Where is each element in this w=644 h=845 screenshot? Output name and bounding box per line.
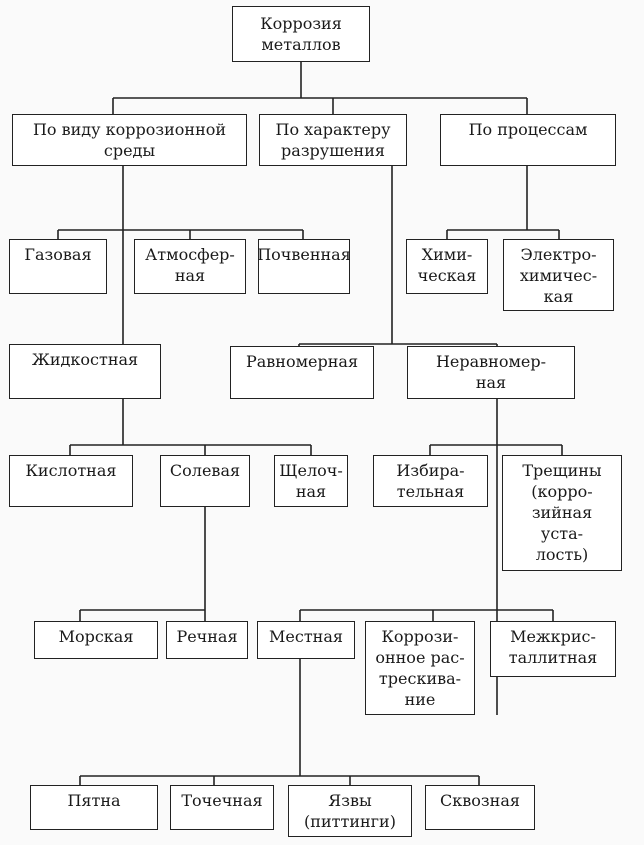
node-electrochemical: Электро- химичес- кая	[503, 239, 614, 311]
node-chemical: Хими- ческая	[406, 239, 488, 294]
node-point: Точечная	[170, 785, 274, 830]
node-liquid: Жидкостная	[9, 344, 161, 399]
node-by-processes: По процессам	[440, 114, 616, 166]
node-atmospheric: Атмосфер- ная	[134, 239, 246, 294]
node-ulcers-pitting: Язвы (питтинги)	[288, 785, 412, 837]
node-uniform: Равномерная	[230, 346, 374, 399]
node-through: Сквозная	[425, 785, 535, 830]
node-selective: Избира- тельная	[373, 455, 488, 507]
node-nonuniform: Неравномер- ная	[407, 346, 575, 399]
node-cracks-corrosion-fatigue: Трещины (корро- зийная уста- лость)	[502, 455, 622, 571]
node-corrosion-of-metals: Коррозия металлов	[232, 6, 370, 62]
node-soil: Почвенная	[257, 239, 351, 294]
node-by-medium-type: По виду коррозионной среды	[12, 114, 247, 166]
node-stress-corrosion-cracking: Коррози- онное рас- трескива- ние	[365, 621, 475, 715]
node-gas: Газовая	[9, 239, 107, 294]
node-intercrystalline: Межкрис- таллитная	[490, 621, 616, 677]
node-salt: Солевая	[160, 455, 250, 507]
node-spots: Пятна	[30, 785, 158, 830]
node-alkaline: Щелоч- ная	[274, 455, 348, 507]
node-by-destruction-character: По характеру разрушения	[259, 114, 407, 166]
node-acid: Кислотная	[9, 455, 133, 507]
node-local: Местная	[257, 621, 355, 659]
node-sea: Морская	[34, 621, 158, 659]
node-river: Речная	[166, 621, 248, 659]
